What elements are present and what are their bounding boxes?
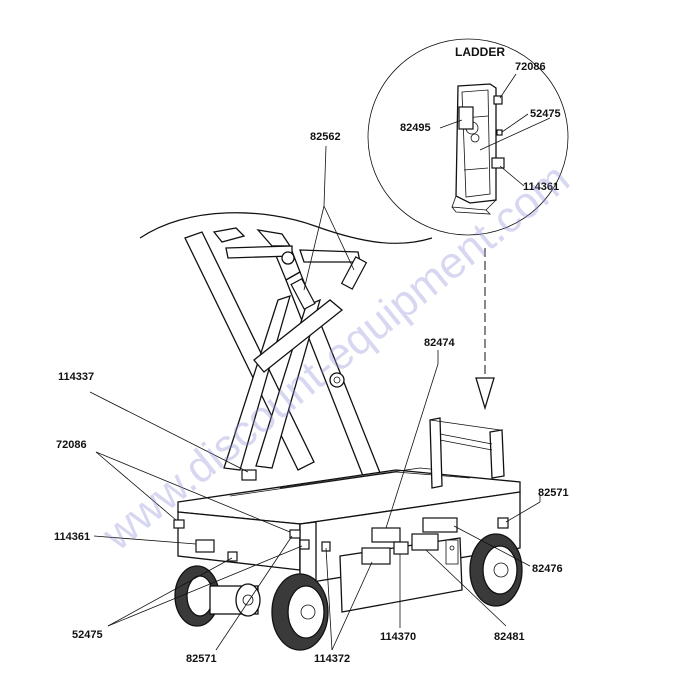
left-decal-52475-b bbox=[299, 539, 310, 550]
side-decal-114370 bbox=[393, 541, 409, 555]
label-82476: 82476 bbox=[532, 563, 563, 575]
label-82571-bottom: 82571 bbox=[186, 653, 217, 665]
inset-arrow bbox=[475, 248, 495, 411]
ladder-label-82495: 82495 bbox=[400, 122, 431, 134]
inset-ellipse bbox=[367, 38, 569, 236]
motor bbox=[209, 583, 261, 617]
left-decal-52475-a bbox=[227, 551, 238, 562]
scissor-decal-82562-a bbox=[290, 278, 316, 310]
side-decal-82474 bbox=[371, 527, 401, 543]
wheel-front-left bbox=[174, 565, 220, 627]
scissor-lift-machine bbox=[139, 212, 523, 651]
label-114361-left: 114361 bbox=[54, 531, 90, 543]
ladder-inset: LADDER 72086 52475 82495 114361 bbox=[367, 38, 569, 236]
label-52475-bottom: 52475 bbox=[72, 629, 103, 641]
right-decal-82571 bbox=[497, 517, 509, 529]
ladder-decal-82495 bbox=[458, 106, 474, 130]
leader-lines bbox=[89, 145, 541, 651]
side-decal-114372 bbox=[361, 547, 391, 565]
wheel-front-right bbox=[271, 573, 329, 651]
ladder-bracket bbox=[451, 83, 551, 215]
side-decal-82481 bbox=[411, 533, 439, 551]
wheel-rear-right bbox=[469, 533, 523, 607]
scissor-decal-82562-b bbox=[340, 256, 368, 290]
label-114370: 114370 bbox=[380, 631, 416, 643]
ladder-label-52475: 52475 bbox=[530, 108, 561, 120]
left-decal-72086 bbox=[173, 519, 185, 529]
label-82571-right: 82571 bbox=[538, 487, 569, 499]
label-114337: 114337 bbox=[58, 371, 94, 383]
part-labels: 82562 82474 114337 72086 114361 82571 82… bbox=[54, 131, 569, 665]
ladder-label-114361: 114361 bbox=[523, 181, 559, 193]
label-82474: 82474 bbox=[424, 337, 455, 349]
break-line bbox=[139, 212, 433, 244]
scissor-decal-114337 bbox=[241, 469, 257, 481]
inset-title: LADDER bbox=[455, 45, 505, 59]
label-82481: 82481 bbox=[494, 631, 525, 643]
label-82562: 82562 bbox=[310, 131, 341, 143]
side-decal-82476 bbox=[422, 517, 458, 533]
left-decal-82571 bbox=[289, 529, 301, 539]
ladder-label-72086: 72086 bbox=[515, 61, 546, 73]
label-72086-left: 72086 bbox=[56, 439, 87, 451]
ladder-decal-72086 bbox=[493, 95, 503, 105]
label-114372: 114372 bbox=[314, 653, 350, 665]
ladder-decal-52475 bbox=[496, 129, 503, 136]
ladder-decal-114361 bbox=[491, 157, 505, 169]
left-decal-114361 bbox=[195, 539, 215, 553]
